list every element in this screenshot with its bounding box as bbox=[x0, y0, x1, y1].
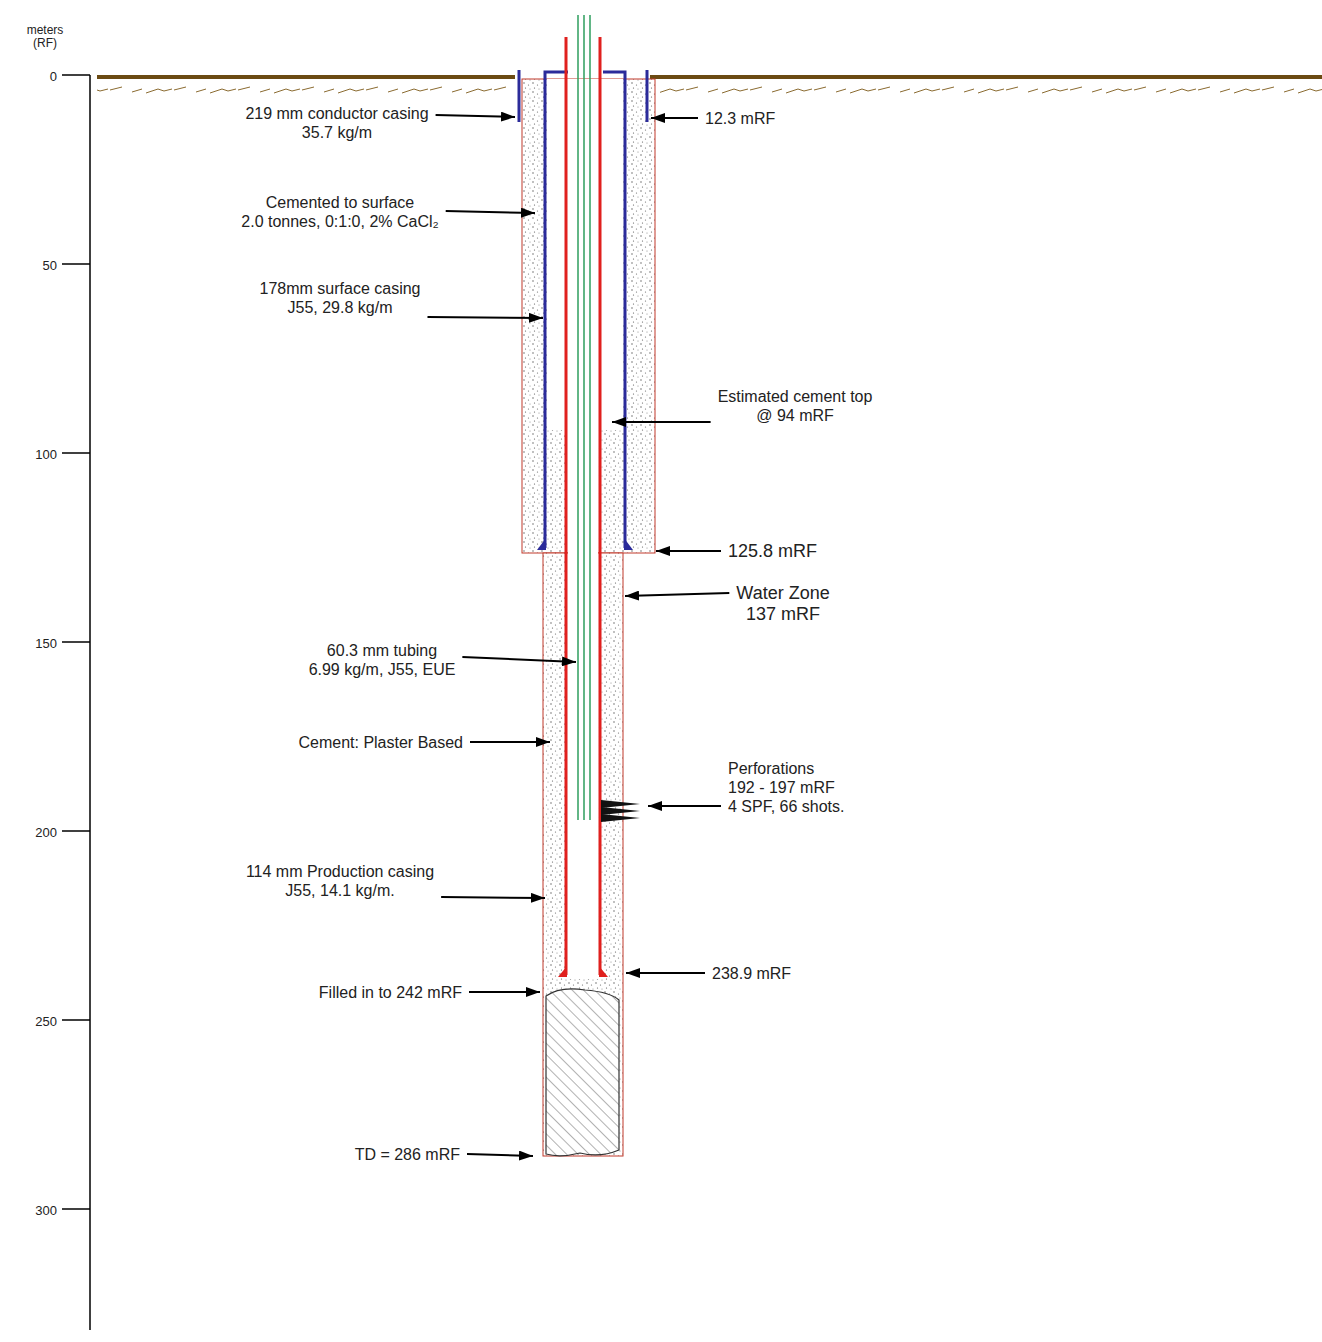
text-line: 114 mm Production casing bbox=[246, 862, 434, 881]
casing-label: 219 mm conductor casing 35.7 kg/m bbox=[245, 104, 428, 142]
tick-label: 200 bbox=[35, 823, 57, 842]
leader-arrow bbox=[656, 550, 721, 552]
text-line: 0 bbox=[50, 67, 57, 86]
leader-arrow bbox=[648, 805, 721, 807]
perforations bbox=[601, 800, 640, 822]
leader-arrow bbox=[625, 593, 729, 596]
text-line: 238.9 mRF bbox=[712, 964, 791, 983]
perforation-label: Perforations 192 - 197 mRF 4 SPF, 66 sho… bbox=[728, 759, 845, 816]
leader-arrow bbox=[469, 991, 540, 993]
ground-surface bbox=[97, 77, 1322, 94]
depth-label: 125.8 mRF bbox=[728, 541, 817, 562]
production-casing bbox=[558, 37, 608, 977]
text-line: 12.3 mRF bbox=[705, 109, 775, 128]
text-line: 2.0 tonnes, 0:1:0, 2% CaCl₂ bbox=[241, 212, 438, 231]
text-line: @ 94 mRF bbox=[718, 406, 873, 425]
text-line: 150 bbox=[35, 634, 57, 653]
depth-label: 12.3 mRF bbox=[705, 109, 775, 128]
tick-label: 300 bbox=[35, 1201, 57, 1220]
text-line: Cement: Plaster Based bbox=[298, 733, 463, 752]
leader-arrow bbox=[651, 117, 698, 119]
zone-label: Water Zone 137 mRF bbox=[736, 583, 829, 625]
axis-title: meters (RF) bbox=[27, 24, 64, 50]
depth-label: 238.9 mRF bbox=[712, 964, 791, 983]
text-line: 6.99 kg/m, J55, EUE bbox=[309, 660, 456, 679]
hole-fill bbox=[546, 989, 619, 1156]
tick-label: 50 bbox=[43, 256, 57, 275]
text-line: 137 mRF bbox=[736, 604, 829, 625]
cement-label: Cement: Plaster Based bbox=[298, 733, 463, 752]
tick-label: 250 bbox=[35, 1012, 57, 1031]
text-line: Filled in to 242 mRF bbox=[319, 983, 462, 1002]
leader-arrow bbox=[441, 897, 545, 898]
text-line: 4 SPF, 66 shots. bbox=[728, 797, 845, 816]
text-line: 200 bbox=[35, 823, 57, 842]
text-line: 250 bbox=[35, 1012, 57, 1031]
text-line: 125.8 mRF bbox=[728, 541, 817, 562]
leader-arrow bbox=[436, 115, 515, 117]
tick-label: 150 bbox=[35, 634, 57, 653]
text-line: Cemented to surface bbox=[241, 193, 438, 212]
text-line: 192 - 197 mRF bbox=[728, 778, 845, 797]
text-line: TD = 286 mRF bbox=[355, 1145, 460, 1164]
tubing bbox=[578, 15, 590, 820]
depth-axis bbox=[62, 75, 90, 1330]
conductor-casing bbox=[519, 70, 647, 122]
cement-top-label: Estimated cement top @ 94 mRF bbox=[718, 387, 873, 425]
casing-interior bbox=[568, 79, 598, 979]
casing-label: 114 mm Production casing J55, 14.1 kg/m. bbox=[246, 862, 434, 900]
leader-arrow bbox=[467, 1154, 533, 1156]
text-line: J55, 14.1 kg/m. bbox=[246, 881, 434, 900]
text-line: 60.3 mm tubing bbox=[309, 641, 456, 660]
text-line: 50 bbox=[43, 256, 57, 275]
leader-arrow bbox=[446, 211, 535, 213]
text-line: 219 mm conductor casing bbox=[245, 104, 428, 123]
text-line: 35.7 kg/m bbox=[245, 123, 428, 142]
cement-label: Cemented to surface 2.0 tonnes, 0:1:0, 2… bbox=[241, 193, 438, 231]
text-line: 178mm surface casing bbox=[260, 279, 421, 298]
casing-label: 178mm surface casing J55, 29.8 kg/m bbox=[260, 279, 421, 317]
text-line: 100 bbox=[35, 445, 57, 464]
tick-label: 0 bbox=[50, 67, 57, 86]
leader-arrow bbox=[612, 421, 711, 423]
text-line: J55, 29.8 kg/m bbox=[260, 298, 421, 317]
fill-label: Filled in to 242 mRF bbox=[319, 983, 462, 1002]
text-line: Perforations bbox=[728, 759, 845, 778]
tubing-label: 60.3 mm tubing 6.99 kg/m, J55, EUE bbox=[309, 641, 456, 679]
surface-casing bbox=[537, 72, 633, 550]
leader-arrow bbox=[462, 657, 576, 662]
text-line: meters bbox=[27, 24, 64, 37]
tick-label: 100 bbox=[35, 445, 57, 464]
leader-arrow bbox=[470, 741, 550, 743]
text-line: 300 bbox=[35, 1201, 57, 1220]
leader-arrow bbox=[427, 317, 543, 318]
text-line: Estimated cement top bbox=[718, 387, 873, 406]
leader-arrow bbox=[626, 972, 705, 974]
text-line: Water Zone bbox=[736, 583, 829, 604]
text-line: (RF) bbox=[27, 37, 64, 50]
total-depth-label: TD = 286 mRF bbox=[355, 1145, 460, 1164]
